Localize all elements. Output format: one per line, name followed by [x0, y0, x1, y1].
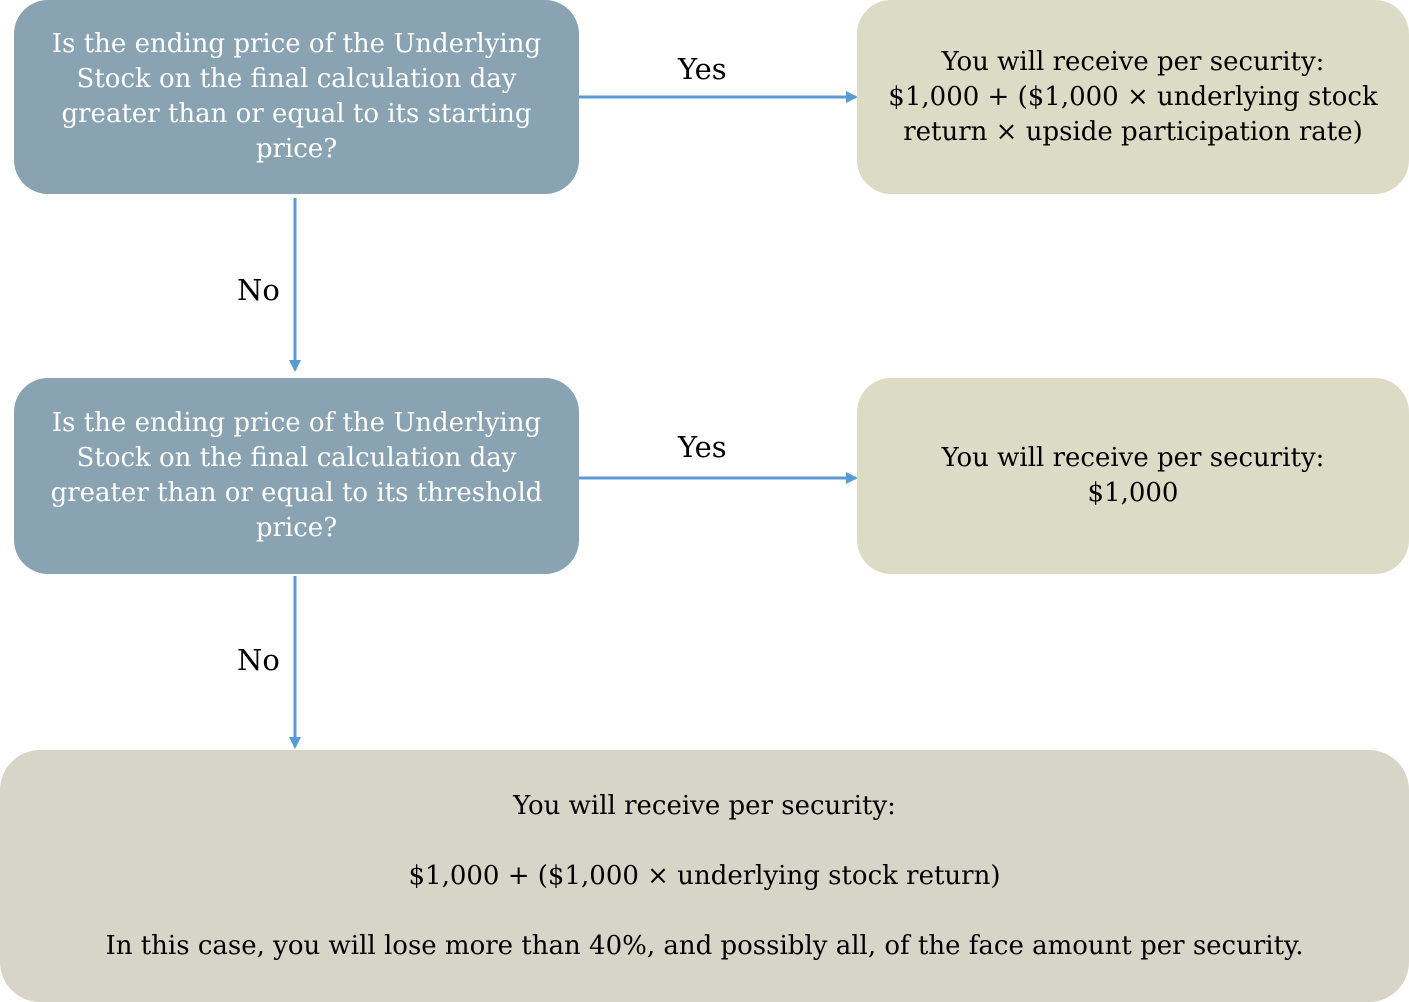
decision-2-line: price?: [255, 513, 338, 543]
decision-1-line: Is the ending price of the Underlying: [51, 29, 542, 59]
outcome-1-line: You will receive per security:: [941, 46, 1325, 77]
outcome-2-line: $1,000: [1087, 478, 1179, 508]
decision-1-line: Stock on the final calculation day: [76, 64, 517, 94]
decision-box-starting-price: Is the ending price of the Underlying St…: [14, 0, 579, 194]
final-outcome-box: You will receive per security: $1,000 + …: [0, 750, 1409, 1002]
yes-label-1: Yes: [678, 52, 727, 86]
decision-2-line: Is the ending price of the Underlying: [51, 408, 542, 438]
outcome-1-line: $1,000 + ($1,000 × underlying stock: [888, 81, 1378, 112]
outcome-box-upside: You will receive per security: $1,000 + …: [857, 0, 1409, 194]
outcome-1-line: return × upside participation rate): [903, 116, 1363, 147]
outcome-box-par: You will receive per security: $1,000: [857, 378, 1409, 574]
decision-2-line: Stock on the final calculation day: [76, 443, 517, 473]
decision-box-threshold-price: Is the ending price of the Underlying St…: [14, 378, 579, 574]
decision-1-line: price?: [255, 134, 338, 164]
no-label-2: No: [237, 643, 280, 677]
final-outcome-warning: In this case, you will lose more than 40…: [105, 930, 1304, 961]
final-outcome-heading: You will receive per security:: [513, 790, 896, 821]
no-label-1: No: [237, 273, 280, 307]
yes-label-2: Yes: [678, 430, 727, 464]
final-outcome-formula: $1,000 + ($1,000 × underlying stock retu…: [408, 860, 1001, 891]
decision-2-line: greater than or equal to its threshold: [50, 478, 543, 508]
outcome-2-line: You will receive per security:: [941, 443, 1325, 473]
decision-1-line: greater than or equal to its starting: [61, 99, 532, 129]
